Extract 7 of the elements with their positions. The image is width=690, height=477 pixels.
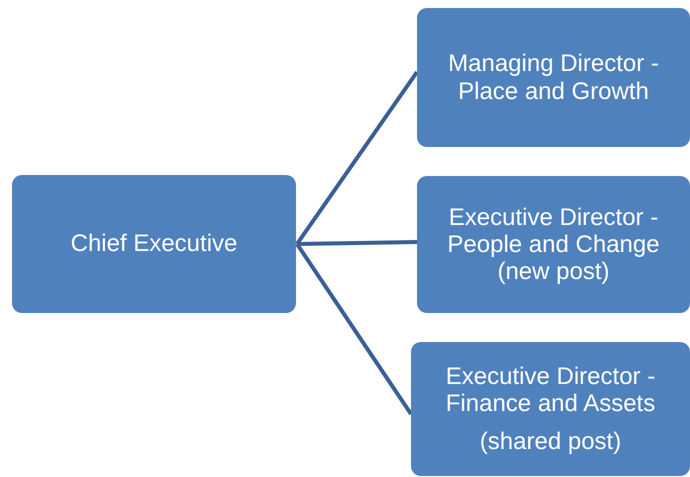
org-box: Executive Director - People and Change (new post) [417,176,690,313]
org-box: Executive Director - Finance and Assets (shared post) [411,342,690,476]
connector-line [295,242,413,416]
org-box: Chief Executive [12,175,296,313]
connector-line [295,70,419,246]
org-box: Managing Director - Place and Growth [417,8,690,147]
connector-line [296,240,418,246]
